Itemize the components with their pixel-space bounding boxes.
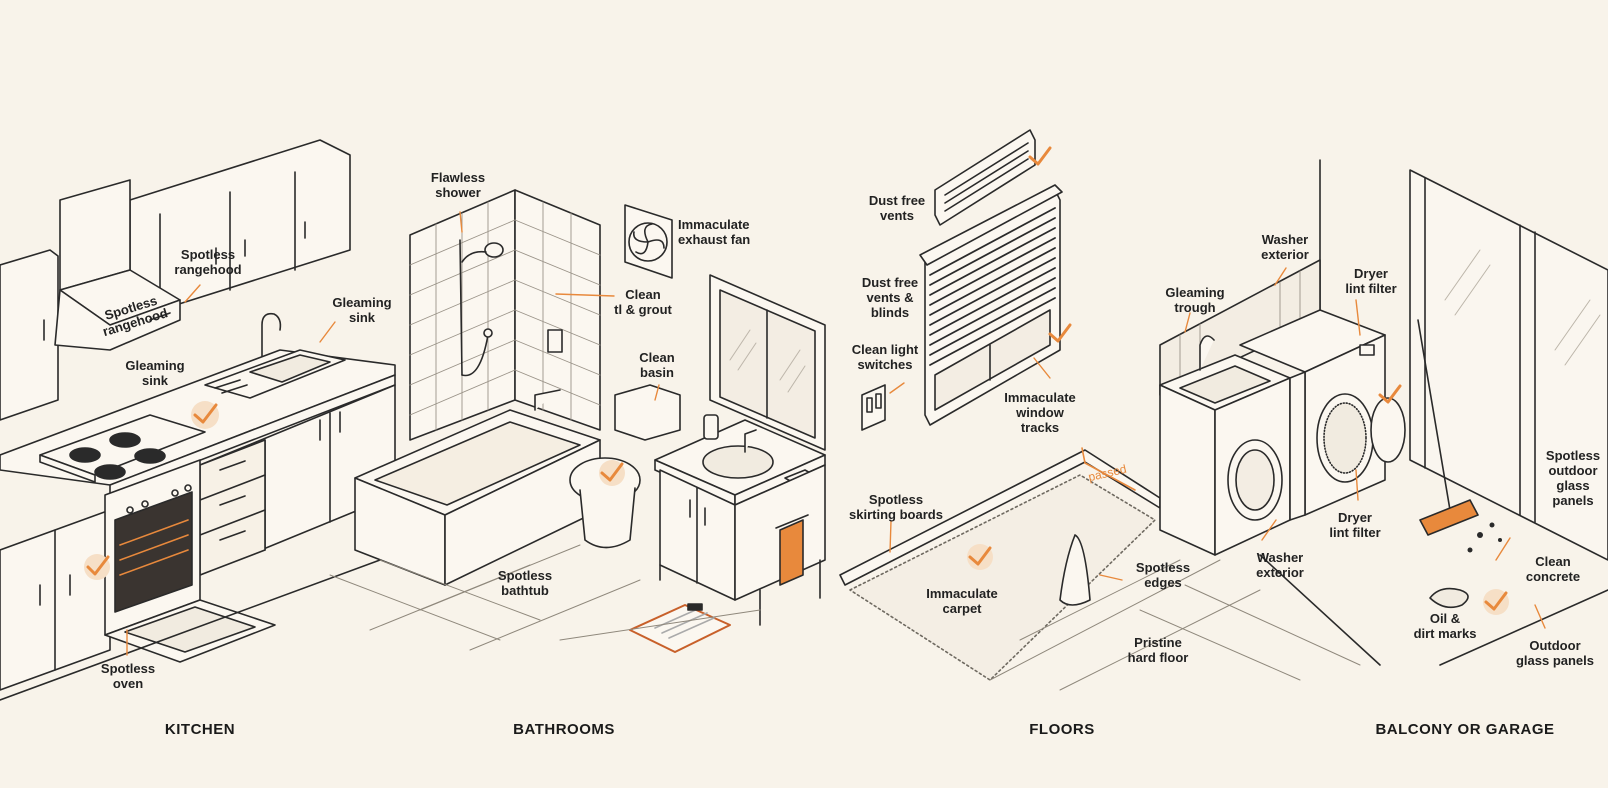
section-title-bathrooms: BATHROOMS <box>513 721 615 738</box>
rangehood <box>54 179 181 351</box>
bathroom-floor <box>329 544 761 651</box>
section-title-floors: FLOORS <box>1029 721 1095 738</box>
label-clean-light-switches: Clean light switches <box>851 342 919 372</box>
label-washer-exterior-bottom: Washer exterior <box>1256 550 1304 580</box>
label-oil-dirt-marks: Oil & dirt marks <box>1413 611 1477 641</box>
towel-icon <box>779 519 804 586</box>
label-outdoor-glass-panels: Outdoor glass panels <box>1515 638 1595 668</box>
window-blinds <box>919 184 1063 426</box>
check-icon <box>968 546 992 566</box>
oil-stain <box>1429 587 1469 609</box>
kitchen-scene <box>0 139 396 701</box>
check-marks <box>84 146 1509 615</box>
carpet <box>849 474 1156 681</box>
label-gleaming-sink-top: Gleaming sink <box>332 295 392 325</box>
cooktop <box>39 414 206 483</box>
broom-icon <box>1417 319 1502 553</box>
label-dryer-lint-filter-bottom: Dryer lint filter <box>1329 510 1381 540</box>
passed-marker <box>1081 447 1136 491</box>
check-icon <box>1484 591 1508 611</box>
bathtub <box>354 389 601 586</box>
label-clean-concrete: Clean concrete <box>1525 554 1581 584</box>
label-spotless-rangehood: Spotless rangehood <box>174 247 242 277</box>
hard-floor <box>989 559 1361 691</box>
label-spotless-skirting-boards: Spotless skirting boards <box>849 492 943 522</box>
label-spotless-edges: Spotless edges <box>1135 560 1191 590</box>
balcony-scene <box>1159 159 1608 666</box>
label-spotless-outdoor-glass-panels: Spotless outdoor glass panels <box>1545 448 1601 508</box>
check-icon <box>600 462 624 482</box>
label-immaculate-window-tracks: Immaculate window tracks <box>1004 390 1076 435</box>
clipboard-icon <box>629 603 731 653</box>
label-immaculate-exhaust-fan: Immaculate exhaust fan <box>678 217 751 247</box>
shower-head <box>459 239 563 377</box>
label-gleaming-sink-left: Gleaming sink <box>125 358 185 388</box>
glass-doors <box>1409 169 1608 561</box>
label-spotless-bathtub: Spotless bathtub <box>497 568 553 598</box>
check-icon <box>1378 384 1402 404</box>
shower-walls <box>409 189 601 441</box>
kitchen-sink <box>204 312 346 399</box>
laundry-trough <box>1159 335 1291 556</box>
label-immaculate-carpet: Immaculate carpet <box>926 586 998 616</box>
exhaust-fan-icon <box>624 204 673 279</box>
label-dryer-lint-filter-top: Dryer lint filter <box>1345 266 1397 296</box>
label-clean-basin: Clean basin <box>639 350 675 380</box>
light-switch <box>861 384 886 431</box>
wall-vent <box>934 129 1036 226</box>
label-washer-exterior-top: Washer exterior <box>1261 232 1309 262</box>
vanity <box>654 414 826 626</box>
label-pristine-hard-floor: Pristine hard floor <box>1127 635 1189 665</box>
check-icon <box>86 555 110 576</box>
section-title-balcony-or-garage: BALCONY OR GARAGE <box>1375 721 1555 738</box>
bathroom-mirror <box>709 274 826 451</box>
bathroom-scene <box>329 189 826 653</box>
section-title-kitchen: KITCHEN <box>164 721 236 738</box>
check-icon <box>193 403 218 424</box>
check-icon <box>1028 146 1052 166</box>
check-icon <box>1048 323 1072 343</box>
label-dust-free-vents: Dust free vents <box>868 193 926 223</box>
balcony-floor <box>1259 554 1608 666</box>
label-flawless-shower: Flawless shower <box>430 170 486 200</box>
label-dust-free-vents-blinds: Dust free vents & blinds <box>861 275 919 320</box>
base-cabinets <box>0 384 396 691</box>
label-gleaming-trough: Gleaming trough <box>1165 285 1225 315</box>
label-spotless-oven: Spotless oven <box>100 661 156 691</box>
floors-scene <box>839 129 1361 691</box>
leader-lines <box>126 211 1546 656</box>
dryer <box>1239 309 1406 521</box>
label-clean-tile-grout: Clean tl & grout <box>614 287 672 317</box>
